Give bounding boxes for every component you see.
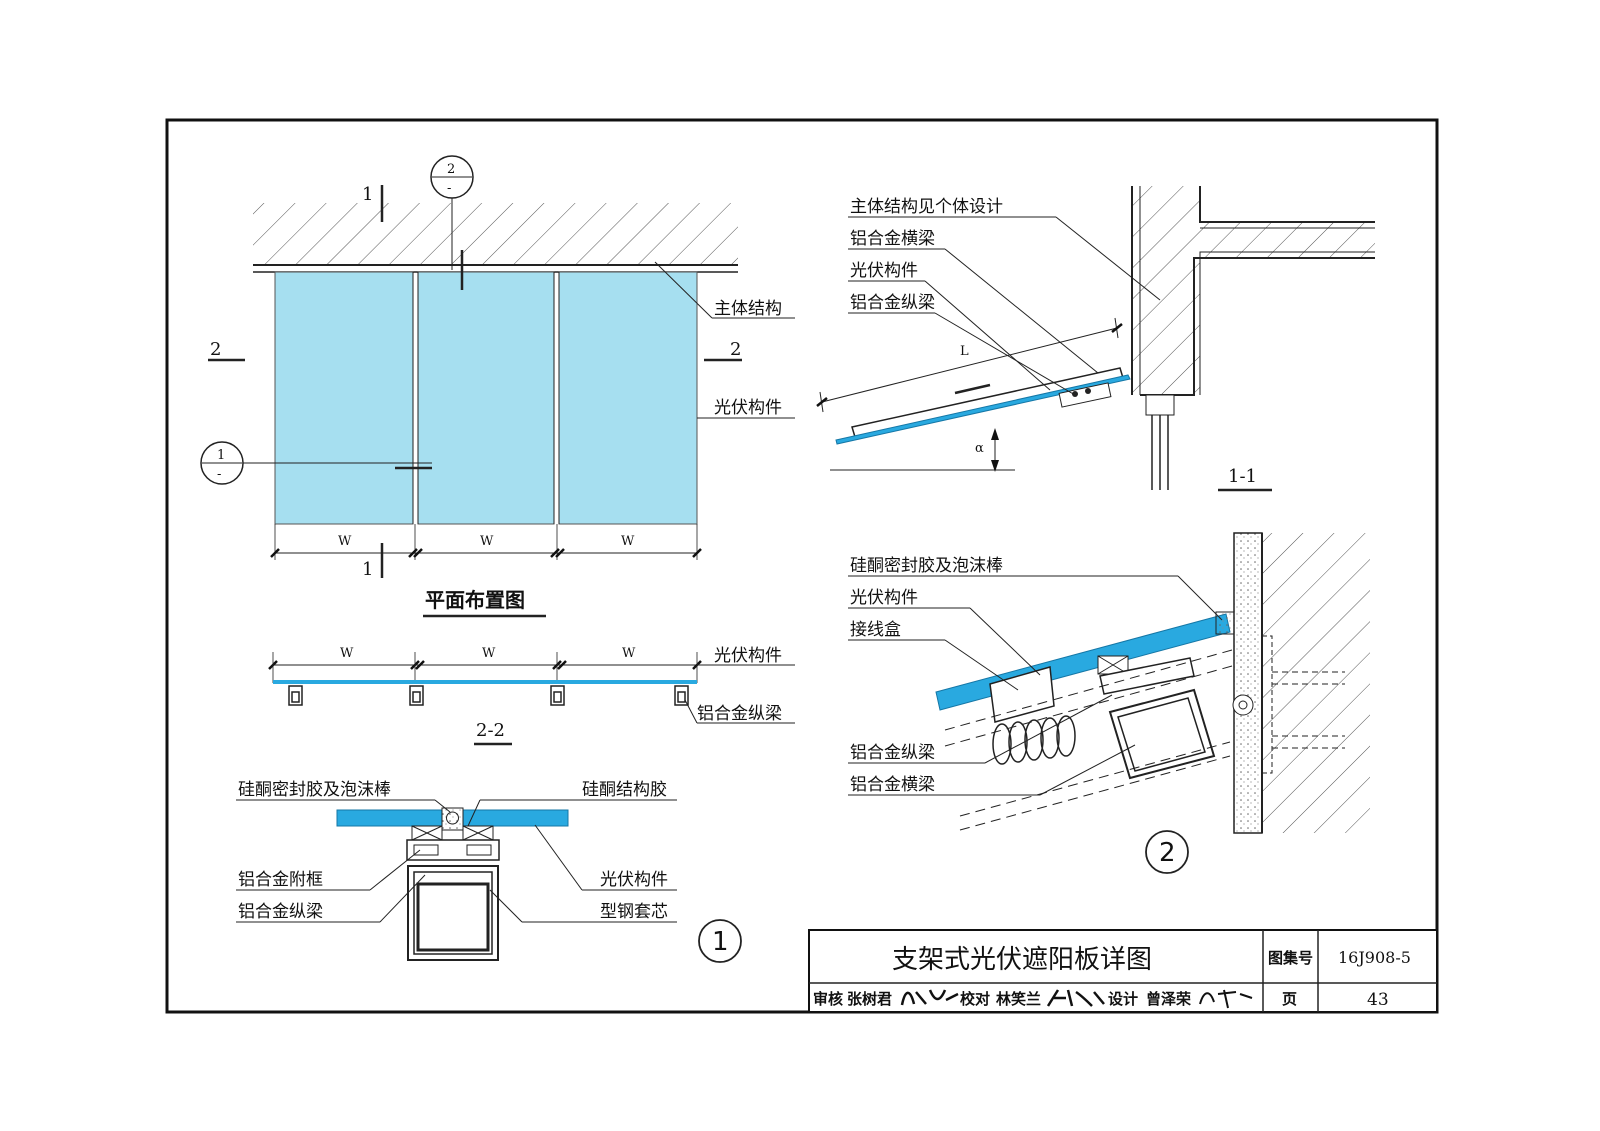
d2-label-junction: 接线盒: [850, 620, 901, 640]
s11-pv-panel: [835, 374, 1131, 445]
plan-dim-w1: W: [338, 534, 352, 549]
d1-long-beam: [407, 865, 499, 961]
s22-label-beam: 铝合金纵梁: [697, 704, 782, 724]
detail-ref-2-number: 2: [447, 162, 455, 177]
plan-dim-w3: W: [621, 534, 635, 549]
pv-panel-3: [558, 271, 698, 525]
detail-ref-1-sheet: -: [217, 467, 221, 482]
s22-dim-w1: W: [340, 646, 354, 661]
d1-label-sub-frame: 铝合金附框: [238, 870, 323, 890]
checker-signature: [1046, 989, 1105, 1007]
d2-label-pv: 光伏构件: [850, 588, 918, 608]
section-2-2: W W W 光伏构件 铝合金纵梁 2-2: [268, 646, 795, 746]
d1-label-long-beam: 铝合金纵梁: [238, 902, 323, 922]
d2-junction-box: [989, 666, 1055, 723]
d2-number: 2: [1159, 838, 1176, 868]
pv-panel-2: [417, 271, 555, 525]
designer: 曾泽荣: [1146, 990, 1192, 1008]
d2-label-sealant: 硅酮密封胶及泡沫棒: [850, 556, 1003, 576]
s11-dim-L: L: [960, 344, 969, 359]
section-mark-1-bottom: 1: [362, 559, 373, 580]
s11-label-pv: 光伏构件: [850, 261, 918, 281]
review-label: 审核: [813, 990, 843, 1008]
d1-label-sealant: 硅酮密封胶及泡沫棒: [238, 780, 391, 800]
drawing-frame: [165, 118, 1439, 1014]
plan-title: 平面布置图: [425, 588, 525, 612]
d2-plaster: [1233, 532, 1263, 834]
s22-label-pv: 光伏构件: [714, 646, 782, 666]
d2-label-long-beam: 铝合金纵梁: [850, 743, 935, 763]
s11-angle: α: [975, 441, 984, 456]
plan-dim-w2: W: [480, 534, 494, 549]
s22-title: 2-2: [476, 720, 505, 741]
detail-1: 硅酮密封胶及泡沫棒 硅酮结构胶 铝合金附框 铝合金纵梁 光伏构件 型钢套芯 1: [236, 780, 742, 963]
plan-view: 1 1 2 2 2 - 1 - W W W: [200, 155, 795, 618]
atlas-label: 图集号: [1268, 949, 1313, 967]
d2-cable: [992, 715, 1076, 765]
d1-label-steel-core: 型钢套芯: [600, 902, 668, 922]
design-label: 设计: [1108, 990, 1138, 1008]
section-mark-2-left: 2: [210, 339, 221, 360]
check-label: 校对: [960, 990, 990, 1008]
d1-steel-core: [416, 882, 490, 952]
s11-label-long-beam: 铝合金纵梁: [850, 293, 935, 313]
s11-label-cross-beam: 铝合金横梁: [850, 229, 935, 249]
title-block: 支架式光伏遮阳板详图 图集号 16J908-5 审核 张树君 校对 林笑兰 设计…: [808, 929, 1438, 1013]
section-mark-2-right: 2: [730, 339, 741, 360]
d2-label-cross-beam: 铝合金横梁: [850, 775, 935, 795]
d1-pv-right: [462, 809, 569, 827]
label-pv-plan: 光伏构件: [714, 398, 782, 418]
reviewer: 张树君: [847, 990, 892, 1008]
s11-title: 1-1: [1228, 466, 1257, 487]
atlas-no: 16J908-5: [1338, 948, 1411, 967]
d1-sub-frame: [406, 839, 500, 861]
s11-label-structure: 主体结构见个体设计: [850, 197, 1003, 217]
reviewer-signature: [900, 989, 959, 1006]
detail-2: 硅酮密封胶及泡沫棒 光伏构件 接线盒 铝合金纵梁 铝合金横梁 2: [848, 532, 1370, 874]
d1-sealant: [441, 807, 464, 831]
d1-label-pv: 光伏构件: [600, 870, 668, 890]
s22-beams: [288, 685, 689, 706]
main-structure-hatch: [253, 203, 738, 265]
d1-label-struct-glue: 硅酮结构胶: [582, 780, 667, 800]
d1-pv-left: [336, 809, 443, 827]
d1-number: 1: [712, 927, 729, 957]
s22-pv-strip: [273, 680, 697, 684]
designer-signature: [1199, 989, 1253, 1009]
detail-ref-1-number: 1: [217, 448, 225, 463]
d2-number-circle: [1145, 830, 1189, 874]
s22-dim-w2: W: [482, 646, 496, 661]
label-main-structure: 主体结构: [714, 299, 782, 319]
d1-number-circle: [698, 919, 742, 963]
checker: 林笑兰: [996, 990, 1041, 1008]
section-1-1: L α 主体结构见个体设计 铝合金横梁 光伏构件 铝合金纵梁 1-1: [816, 186, 1375, 492]
page-no: 43: [1367, 990, 1389, 1010]
page-label: 页: [1282, 990, 1297, 1008]
pv-panel-1: [274, 271, 414, 525]
s22-dim-w3: W: [622, 646, 636, 661]
title-block-title: 支架式光伏遮阳板详图: [892, 945, 1152, 975]
section-mark-1-top: 1: [362, 184, 373, 205]
detail-ref-2-sheet: -: [447, 181, 451, 196]
